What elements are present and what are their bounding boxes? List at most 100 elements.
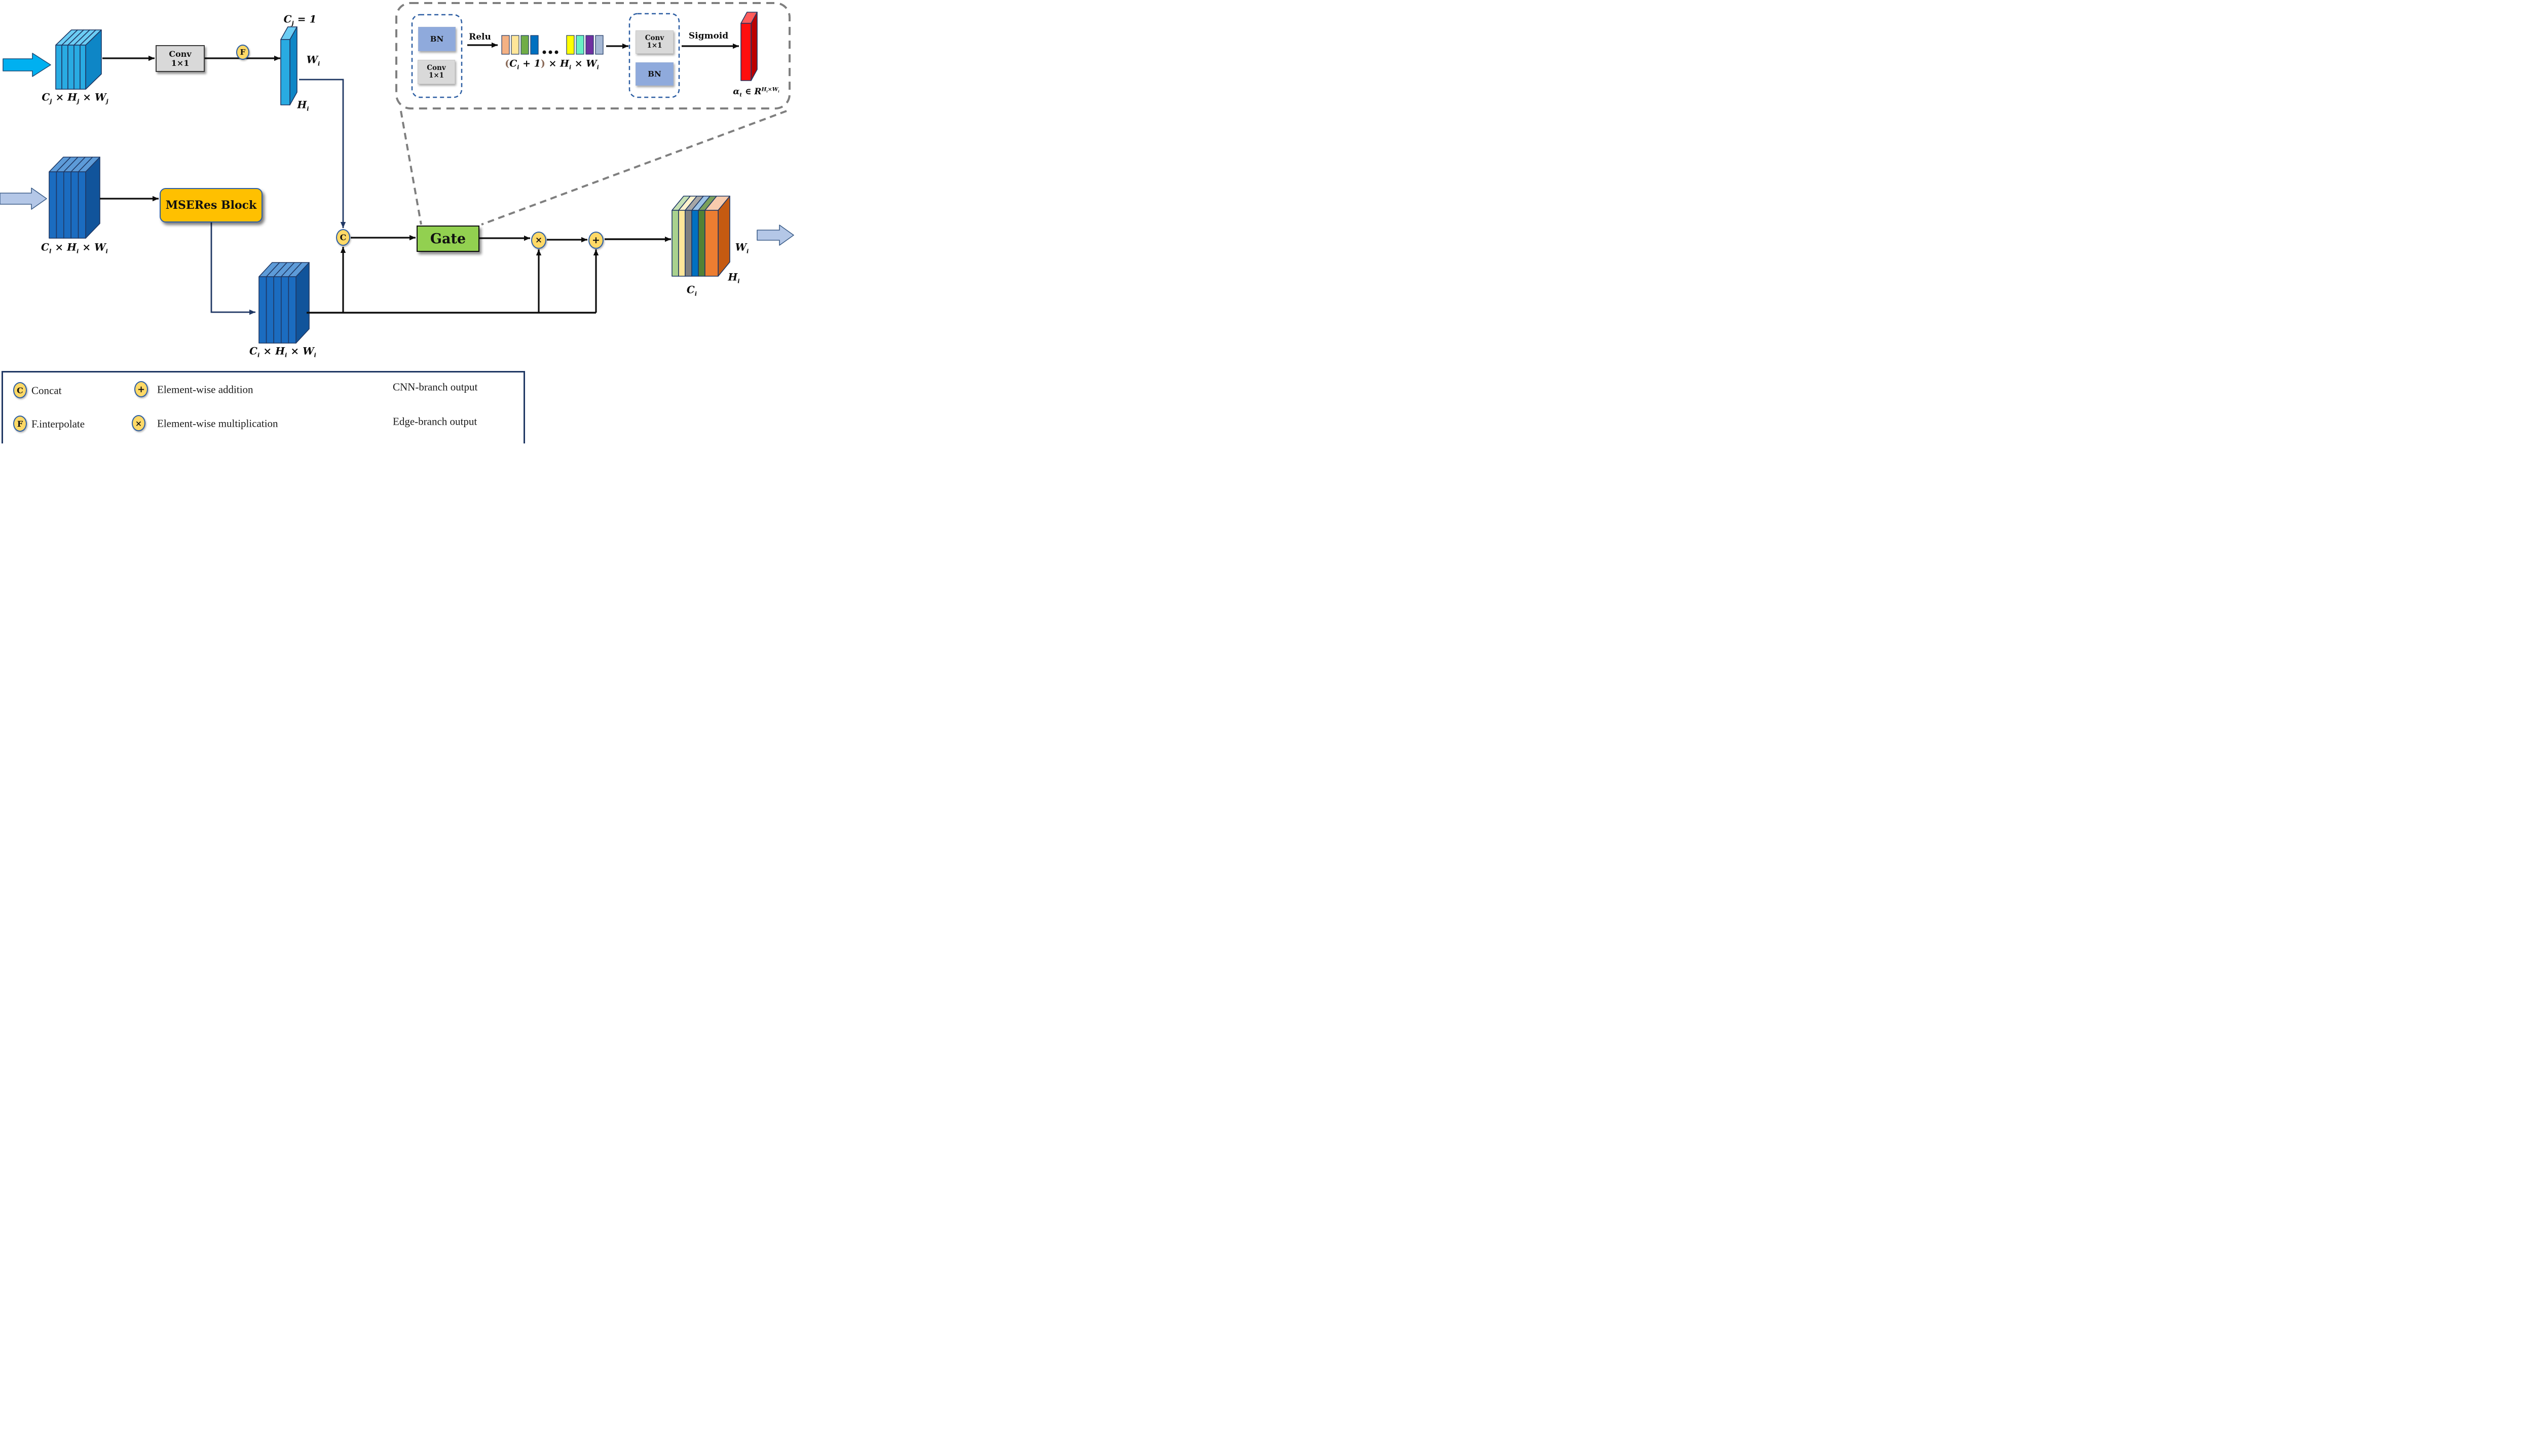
output-fat-arrow [757,225,794,246]
cnn-feature-block-slab [55,45,62,90]
funnel-line-left [400,110,422,225]
output-feature-block-slab [672,210,679,277]
arrow-sigmoid-head [733,43,739,49]
fused-feature-block-slab [258,276,267,344]
legend-cnn-arrow-label: CNN-branch output [393,381,478,393]
conv1x1-box-main: Conv 1×1 [156,45,205,72]
legend-add-label: Element-wise addition [157,383,253,396]
cnn-feature-block-slab [80,45,86,90]
output-feature-block-slab [691,210,699,277]
mseres-block: MSERes Block [160,188,263,222]
attention-map-slab-slab [740,23,752,81]
funnel-line-right [481,110,787,226]
f-interpolate-node: F [236,45,249,60]
output-ci-label: Ci [686,283,697,297]
arrow-bus-to-concat-head [340,247,346,253]
bn-label-2: BN [648,69,661,79]
arrow-slab-to-concat [299,79,344,228]
arrow-bus-to-add-head [593,249,599,255]
channel-bar [585,35,594,55]
mseres-label: MSERes Block [165,199,257,212]
edge-input-fat-arrow [0,188,47,210]
cnn-input-dim-label: Cj × Hj × Wj [42,91,108,105]
channel-bar [530,35,539,55]
arrow-cnnblock-to-conv-head [148,55,155,61]
gate-box: Gate [417,226,479,252]
edge-feature-block-slab [70,171,79,239]
relu-label: Relu [469,32,491,42]
slab-wi-label: Wi [306,53,320,67]
arrow-bus-to-mult-head [536,249,542,255]
gate-dim-label: (Ci + 1) × Hi × Wi [505,58,599,71]
mult-symbol: × [535,235,543,245]
concat-symbol: C [340,233,347,242]
output-feature-block-slab [685,210,692,277]
channel-bar [501,35,510,55]
edge-feature-block-slab [49,171,57,239]
ellipsis-dot [542,50,546,54]
gate-detail-dashed-box [395,2,791,109]
bn-conv-dashed-group-1 [411,14,463,98]
ellipsis-dot [554,50,558,54]
cnn-feature-block-slab [73,45,81,90]
arrow-slab-to-concat-head [340,222,346,228]
mult-node: × [531,232,546,249]
sigmoid-label: Sigmoid [688,31,729,41]
legend-add-icon: + [134,381,148,397]
arrow-bars-to-convbn-head [622,43,628,49]
cj-equals-1-label: Cj = 1 [283,13,317,27]
channel-bar [576,35,584,55]
channel-bar [511,35,519,55]
output-feature-block-slab [678,210,686,277]
cnn-feature-block-slab [67,45,74,90]
arrow-edgeblock-to-mseres-head [153,196,159,202]
output-wi-label: Wi [735,241,749,255]
arrow-relu-head [492,42,498,48]
legend-interp-icon: F [13,416,27,432]
arrow-concat-to-gate-head [409,235,416,241]
add-symbol: + [592,235,600,246]
cnn-input-fat-arrow [3,53,51,77]
interp-map-slab-slab [280,39,290,105]
gate-label: Gate [430,231,466,247]
channel-bar [595,35,604,55]
arrow-mseres-to-fusedblock-head [249,309,255,315]
arrow-mseres-to-fusedblock [210,222,255,313]
interp-map-slab-side [289,26,297,105]
channel-bar [520,35,529,55]
legend-box [2,371,525,443]
edge-input-dim-label: Cl × Hi × Wi [41,241,108,255]
legend-mult-icon: × [132,415,145,431]
slab-hi-label: Hi [297,98,309,113]
conv-bn-dashed-group-2 [628,13,680,98]
legend-mult-label: Element-wise multiplication [157,417,278,430]
output-hi-label: Hi [728,271,740,285]
edge-feature-block-slab [63,171,72,239]
gate-module-diagram: Cj × Hj × Wj Conv 1×1 F Cj = 1 Wi Hi Cl … [0,0,795,443]
arrow-gate-to-mult-head [524,235,530,241]
arrow-conv-to-slab-head [274,55,280,61]
bn-box-2: BN [636,62,674,86]
legend-edge-arrow-label: Edge-branch output [393,415,477,428]
conv-label-line2: 1×1 [171,58,190,68]
fused-feature-block-slab [288,276,296,344]
bn-box-1: BN [418,27,456,51]
f-symbol: F [240,48,246,57]
channel-bar [566,35,575,55]
ellipsis-dot [548,50,552,54]
legend-concat-icon: C [13,382,27,398]
bn-label-1: BN [430,34,444,44]
edge-feature-block-slab [78,171,86,239]
legend-interp-label: F.interpolate [31,418,85,430]
diagram-shapes-layer [0,2,794,433]
fused-feature-block-slab [280,276,289,344]
output-feature-block-slab [704,210,719,277]
cnn-feature-block-slab [61,45,68,90]
fused-feature-block-slab [266,276,274,344]
edge-feature-block-slab [56,171,64,239]
output-feature-block-slab [698,210,705,277]
arrow-mult-to-add-head [581,237,587,243]
alpha-map-label: αt ∈ RHi×Wi [733,86,779,98]
